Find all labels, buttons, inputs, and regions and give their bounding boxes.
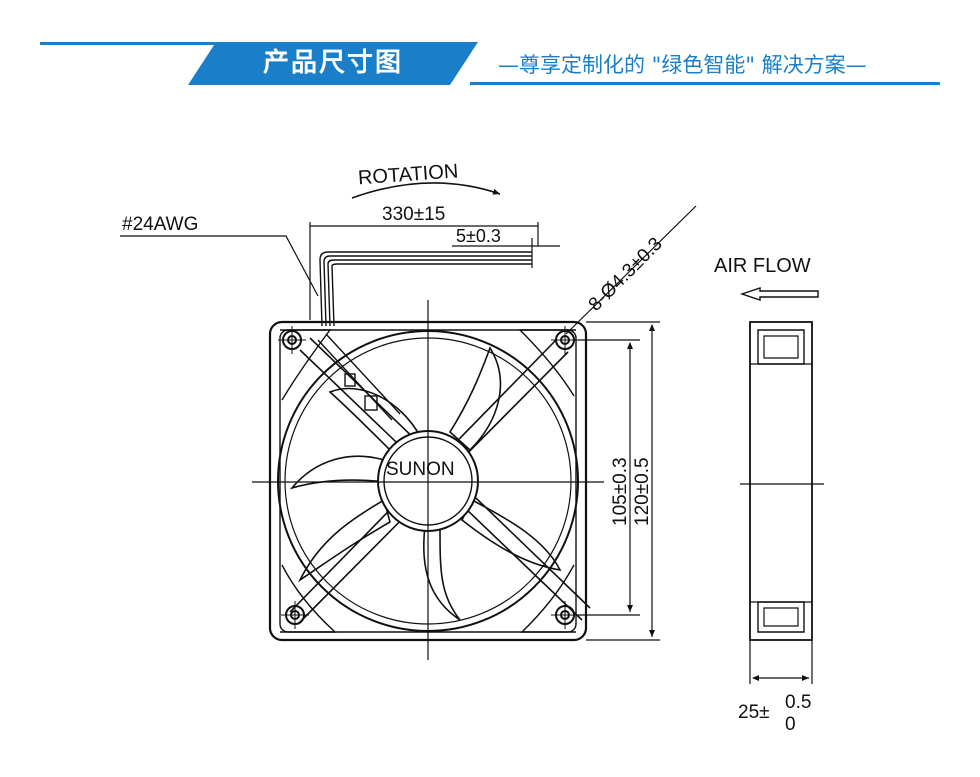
header-title-badge (188, 42, 478, 85)
fan-side-view (740, 321, 824, 641)
wire-gauge-leader (120, 235, 319, 297)
dim-wire-length (309, 222, 539, 320)
dim-hole-spacing (578, 339, 640, 616)
side-frame (749, 321, 813, 641)
thickness-lower-label: 0 (785, 714, 796, 735)
wire-gauge-label: #24AWG (122, 214, 198, 235)
page-subtitle: —尊享定制化的 "绿色智能" 解决方案— (498, 53, 867, 77)
wire-length-label: 330±15 (382, 204, 445, 225)
wire-clip (364, 395, 378, 411)
fan-blade (289, 455, 387, 490)
thickness-upper-label: 0.5 (785, 692, 811, 713)
rotation-label: ROTATION (357, 160, 459, 189)
mount-holes-label: 8-Ø4.3±0.3 (585, 234, 667, 316)
fan-blade (422, 525, 461, 621)
mount-hole-tr (551, 326, 579, 354)
air-flow-label: AIR FLOW (714, 255, 811, 277)
mount-hole-br (551, 601, 579, 629)
air-flow-arrow (739, 287, 819, 301)
dim-frame-size (586, 321, 660, 641)
frame-size-label: 120±0.5 (632, 457, 653, 526)
fan-blade (328, 387, 422, 451)
thickness-base-label: 25± (738, 702, 770, 723)
wire-clip (344, 373, 356, 387)
dim-thickness (749, 640, 813, 684)
corner-gusset-br (520, 564, 576, 633)
fan-blade (460, 498, 562, 572)
dim-wire-strip (452, 238, 560, 268)
page-title: 产品尺寸图 (262, 48, 403, 78)
corner-gusset-bl (280, 564, 337, 633)
fan-blade (297, 498, 391, 583)
mount-hole-leader (565, 205, 697, 335)
hub-brand-label: SUNON (386, 459, 455, 480)
header-banner: 产品尺寸图 —尊享定制化的 "绿色智能" 解决方案— (0, 0, 980, 110)
lead-wires (319, 251, 532, 327)
fan-front-view (252, 300, 604, 660)
mount-hole-tl (278, 326, 306, 354)
rotation-arrow (351, 182, 501, 199)
hole-spacing-label: 105±0.3 (610, 457, 631, 526)
mount-hole-bl (281, 601, 309, 629)
header-line-right (470, 82, 940, 85)
fan-blade (448, 346, 502, 452)
corner-gusset-tl (280, 329, 332, 401)
wire-strip-label: 5±0.3 (456, 226, 501, 246)
corner-gusset-tr (518, 329, 576, 397)
